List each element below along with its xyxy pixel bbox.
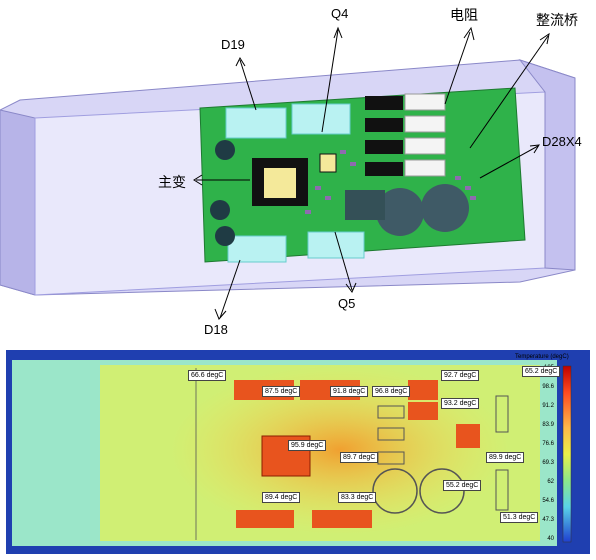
capacitor-2: [421, 184, 469, 232]
capacitor-small-1: [210, 200, 230, 220]
rectifier-block: [345, 190, 385, 220]
temp-reading: 51.3 degC: [500, 512, 539, 523]
temp-reading: 91.8 degC: [330, 386, 369, 397]
label-resistor: 电阻: [450, 7, 478, 23]
label-main-transformer: 主变: [158, 174, 186, 190]
temp-reading: 93.2 degC: [441, 398, 480, 409]
d19-heatsink: [225, 107, 287, 139]
q4-component: [319, 153, 337, 173]
label-d19: D19: [221, 37, 245, 52]
resistor-array: [365, 93, 446, 177]
capacitor-small-2: [215, 226, 235, 246]
legend-tick: 98.6: [542, 384, 554, 390]
temp-reading: 89.7 degC: [340, 452, 379, 463]
callout-arrows: [193, 26, 550, 320]
legend-colorbar: [562, 365, 572, 543]
smd-parts: [305, 150, 476, 214]
transformer-winding: [264, 168, 296, 198]
legend-title: Temperature (degC): [515, 354, 569, 360]
label-d18: D18: [204, 322, 228, 337]
legend-tick: 91.2: [542, 403, 554, 409]
temp-reading: 65.2 degC: [522, 366, 561, 377]
legend-tick: 69.3: [542, 460, 554, 466]
temp-reading: 89.4 degC: [262, 492, 301, 503]
temp-reading: 83.3 degC: [338, 492, 377, 503]
d18-heatsink: [227, 235, 287, 263]
q4-heatsink: [291, 103, 351, 135]
label-d28x4: D28X4: [542, 134, 582, 149]
legend-tick: 76.6: [542, 441, 554, 447]
legend-tick: 54.6: [542, 498, 554, 504]
enclosure-right-wall: [518, 59, 576, 271]
temp-reading: 92.7 degC: [441, 370, 480, 381]
temp-reading: 55.2 degC: [443, 480, 482, 491]
capacitor-small-3: [215, 140, 235, 160]
label-rectifier: 整流桥: [536, 12, 578, 28]
legend-tick: 40: [547, 536, 554, 542]
capacitor-1: [376, 188, 424, 236]
temp-reading: 95.9 degC: [288, 440, 327, 451]
legend-tick: 62: [547, 479, 554, 485]
temp-reading: 89.9 degC: [486, 452, 525, 463]
temp-reading: 96.8 degC: [372, 386, 411, 397]
temp-reading: 66.6 degC: [188, 370, 227, 381]
temp-reading: 87.5 degC: [262, 386, 301, 397]
label-q5: Q5: [338, 296, 356, 311]
legend-tick: 47.3: [542, 517, 554, 523]
label-q4: Q4: [331, 6, 349, 21]
legend-tick: 83.9: [542, 422, 554, 428]
